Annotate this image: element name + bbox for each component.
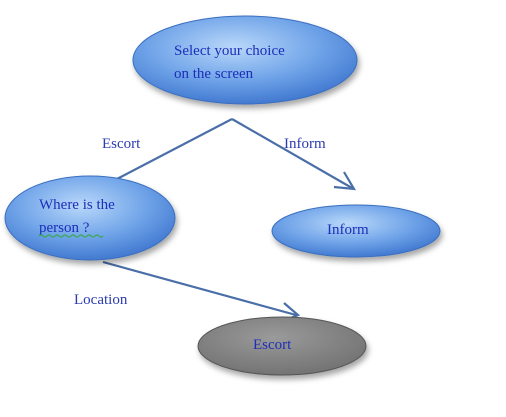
edge-label-location: Location <box>74 292 128 308</box>
spellcheck-underline-icon <box>38 234 104 238</box>
node-escort: Escort <box>197 316 367 376</box>
node-where-person-shape <box>4 175 176 261</box>
edge-root-to-where <box>114 118 233 181</box>
edge-root-to-inform <box>231 118 353 189</box>
arrowhead-inform-icon <box>333 171 357 191</box>
node-select-choice: Select your choice on the screen <box>132 15 358 105</box>
node-select-choice-line1: Select your choice <box>174 43 285 59</box>
node-escort-shape <box>197 316 367 376</box>
node-select-choice-line2: on the screen <box>174 66 254 82</box>
edge-label-escort: Escort <box>102 136 141 152</box>
edge-where-to-escort <box>102 260 297 317</box>
node-inform-label: Inform <box>327 222 369 238</box>
node-inform-shape <box>271 204 441 258</box>
node-where-person-line1: Where is the <box>39 197 115 213</box>
node-where-person-line2: person ? <box>39 220 90 236</box>
node-where-person: Where is the person ? <box>4 175 176 261</box>
edges <box>102 118 357 324</box>
edge-label-inform: Inform <box>284 136 326 152</box>
node-select-choice-shape <box>132 15 358 105</box>
node-escort-label: Escort <box>253 337 292 353</box>
node-inform: Inform <box>271 204 441 258</box>
